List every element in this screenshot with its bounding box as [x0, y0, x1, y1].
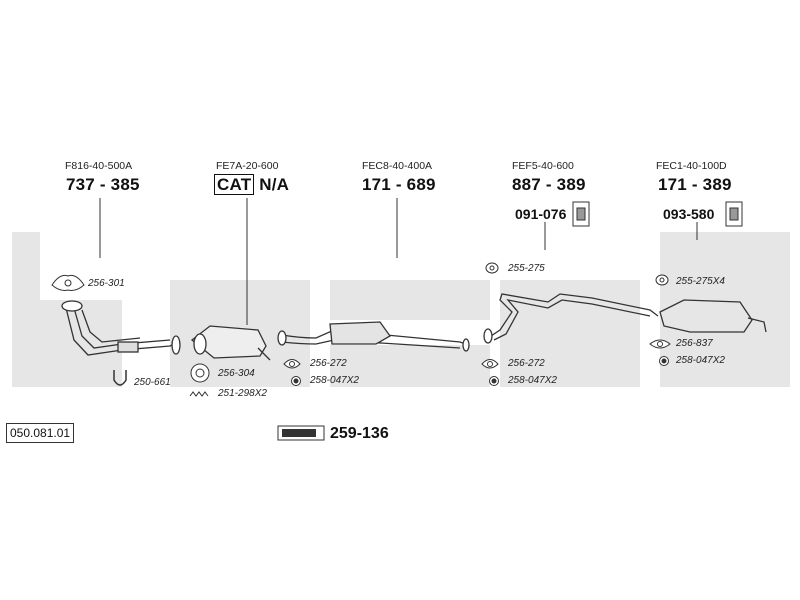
intermediate-pipe — [483, 293, 659, 344]
bracket-ref-col4[interactable]: 091-076 — [515, 206, 567, 222]
document-number: 050.081.01 — [6, 423, 75, 443]
nut-258-047-left-icon — [291, 376, 301, 386]
label-258-047-left[interactable]: 258-047X2 — [310, 375, 359, 386]
part-number-col2[interactable]: CAT N/A — [214, 174, 290, 195]
centre-silencer — [277, 321, 470, 352]
part-number-col5[interactable]: 171 - 389 — [658, 175, 732, 194]
oem-ref-col3: FEC8-40-400A — [362, 160, 433, 172]
label-255-275[interactable]: 255-275 — [508, 263, 545, 274]
part-number-col1[interactable]: 737 - 385 — [66, 175, 140, 194]
oem-ref-col1: F816-40-500A — [65, 160, 133, 172]
oem-ref-col5: FEC1-40-100D — [656, 160, 727, 172]
oem-ref-col4: FEF5-40-600 — [512, 160, 574, 172]
oem-ref-col2: FE7A-20-600 — [216, 160, 279, 172]
label-256-304[interactable]: 256-304 — [218, 368, 255, 379]
label-255-275x4[interactable]: 255-275X4 — [676, 276, 725, 287]
bracket-093-580-icon — [725, 201, 743, 227]
gasket-256-272-right-icon — [481, 359, 499, 369]
u-bolt-250-661-icon — [113, 370, 127, 386]
label-256-837[interactable]: 256-837 — [676, 338, 713, 349]
label-250-661[interactable]: 250-661 — [134, 377, 171, 388]
label-256-301[interactable]: 256-301 — [88, 278, 125, 289]
spring-251-298-icon — [189, 391, 209, 397]
rear-silencer — [659, 299, 767, 333]
hanger-255-275-icon — [485, 262, 499, 274]
nut-258-047-right-icon — [489, 376, 499, 386]
catalyst — [190, 325, 271, 361]
bracket-ref-col5[interactable]: 093-580 — [663, 206, 715, 222]
bracket-091-076-icon — [572, 201, 590, 227]
part-number-col4[interactable]: 887 - 389 — [512, 175, 586, 194]
gasket-256-304-icon — [190, 363, 210, 383]
part-number-col3[interactable]: 171 - 689 — [362, 175, 436, 194]
bosal-watermark — [12, 232, 790, 387]
gasket-256-272-left-icon — [283, 359, 301, 369]
cat-part-number: N/A — [259, 175, 290, 194]
gasket-256-837-icon — [649, 339, 671, 349]
label-258-047-right[interactable]: 258-047X2 — [508, 375, 557, 386]
label-256-272-right[interactable]: 256-272 — [508, 358, 545, 369]
label-251-298[interactable]: 251-298X2 — [218, 388, 267, 399]
label-256-272-left[interactable]: 256-272 — [310, 358, 347, 369]
fitting-kit-number[interactable]: 259-136 — [330, 425, 389, 442]
hanger-255-275x4-icon — [655, 274, 669, 286]
label-258-047-far[interactable]: 258-047X2 — [676, 355, 725, 366]
nut-258-047-far-icon — [659, 356, 669, 366]
fitting-kit-icon — [277, 425, 325, 441]
cat-label: CAT — [214, 174, 255, 195]
gasket-256-301-icon — [51, 274, 85, 291]
front-pipe-737-385 — [61, 300, 181, 356]
